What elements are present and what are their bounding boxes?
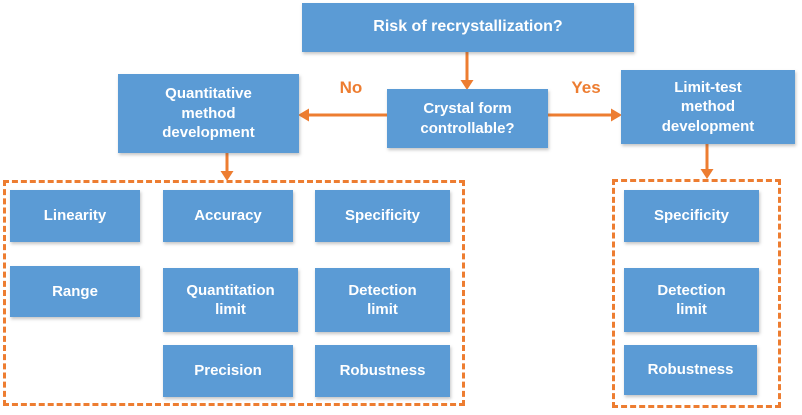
node-precision: Precision [163, 345, 293, 397]
node-linearity: Linearity [10, 190, 140, 242]
arrow-quantitative-to-container [220, 153, 234, 181]
node-detection-limit-left: Detection limit [315, 268, 450, 332]
node-quantitative-method-development: Quantitative method development [118, 74, 299, 153]
node-specificity-left: Specificity [315, 190, 450, 242]
node-accuracy: Accuracy [163, 190, 293, 242]
arrow-risk-to-decision [460, 52, 474, 90]
node-quantitation-limit: Quantitation limit [163, 268, 298, 332]
node-detection-limit-right: Detection limit [624, 268, 759, 332]
node-limit-test-method-development: Limit-test method development [621, 70, 795, 144]
node-risk-of-recrystallization: Risk of recrystallization? [302, 3, 634, 52]
node-specificity-right: Specificity [624, 190, 759, 242]
label-yes: Yes [571, 78, 601, 97]
container-limit-test-validation [612, 179, 781, 408]
node-robustness-left: Robustness [315, 345, 450, 397]
node-range: Range [10, 266, 140, 317]
arrow-decision-to-quantitative [298, 108, 387, 122]
arrow-limit-test-to-container [700, 144, 714, 179]
label-no: No [339, 78, 363, 97]
node-robustness-right: Robustness [624, 345, 757, 395]
arrow-decision-to-limit-test [548, 108, 622, 122]
node-crystal-form-controllable: Crystal form controllable? [387, 89, 548, 148]
container-quantitative-validation [3, 180, 465, 406]
